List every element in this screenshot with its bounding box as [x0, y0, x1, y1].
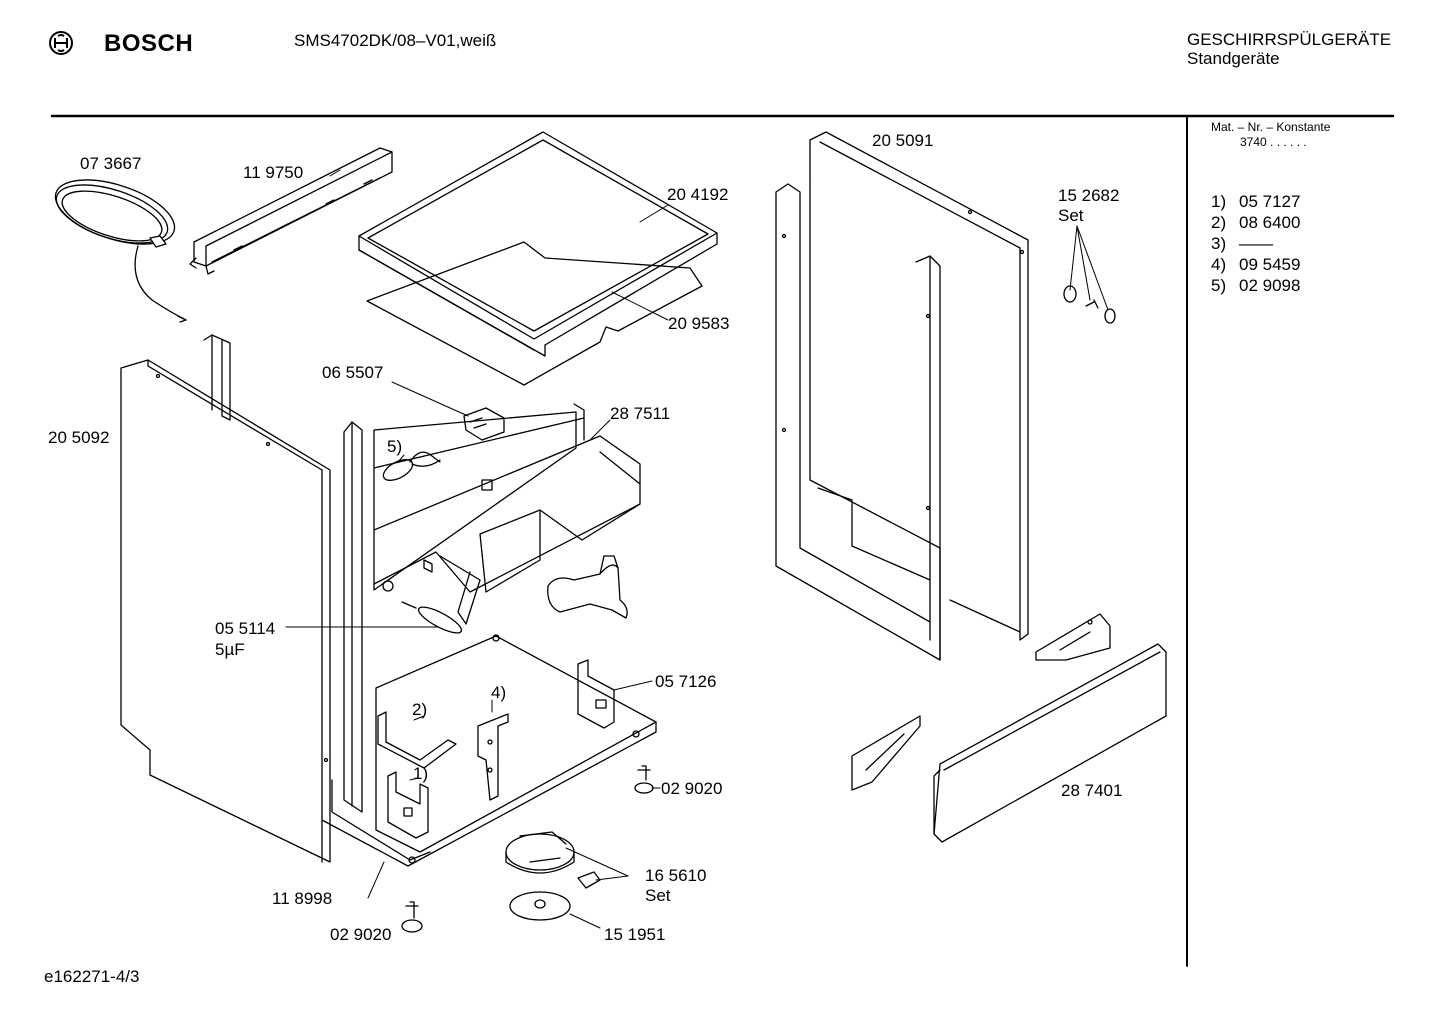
part-label-204192: 20 4192: [667, 185, 729, 204]
part-label-118998: 11 8998: [272, 889, 333, 908]
part-label-4: 4): [491, 683, 507, 702]
sidebar-item-index: 1): [1211, 192, 1227, 211]
hinge-right-drawing: [1035, 613, 1111, 661]
part-label-057126: 05 7126: [655, 672, 717, 691]
rear-post-drawing: [203, 334, 231, 421]
leader-lines: [285, 169, 1109, 929]
part-label-055114: 05 5114: [215, 619, 276, 638]
capacitor-drawing: [401, 601, 463, 634]
sidebar-title: Mat. – Nr. – Konstante: [1211, 120, 1331, 134]
part-4-drawing: [477, 713, 509, 801]
model-number: SMS4702DK/08–V01,weiß: [294, 31, 497, 50]
power-cord-drawing: [54, 179, 187, 323]
connector-drawing: [463, 407, 505, 441]
drawing-reference: e162271-4/3: [44, 967, 140, 986]
part-label-287401: 28 7401: [1061, 781, 1123, 800]
part-label-205091: 20 5091: [872, 131, 934, 150]
part-label-065507: 06 5507: [322, 363, 384, 382]
part-label-209583: 20 9583: [668, 314, 730, 333]
category-subtitle: Standgeräte: [1187, 49, 1280, 68]
part-label-165610-set: Set: [645, 886, 671, 905]
rear-frame-drawing: [775, 131, 1029, 661]
front-frame-drawing: [321, 421, 657, 867]
part-label-029020-right: 02 9020: [661, 779, 723, 798]
part-5-drawing: [382, 451, 441, 481]
brand-name: BOSCH: [104, 30, 194, 57]
pump-assembly-drawing: [505, 831, 601, 889]
part-1-drawing: [387, 771, 429, 839]
part-label-2: 2): [412, 700, 428, 719]
sidebar-item-code: 05 7127: [1239, 192, 1301, 211]
part-label-165610: 16 5610: [645, 866, 707, 885]
part-label-152682: 15 2682: [1058, 186, 1120, 205]
hinge-left-drawing: [851, 715, 921, 791]
sidebar-item-code: 02 9098: [1239, 276, 1301, 295]
part-label-073667: 07 3667: [80, 154, 142, 173]
part-label-152682-set: Set: [1058, 206, 1084, 225]
part-label-205092: 20 5092: [48, 428, 110, 447]
part-label-1: 1): [413, 764, 429, 783]
bracket-right-drawing: [577, 659, 615, 729]
crossmember-drawing: [373, 403, 641, 625]
sidebar-item-index: 2): [1211, 213, 1227, 232]
part-label-055114-value: 5µF: [215, 640, 245, 659]
part-label-151951: 15 1951: [604, 925, 666, 944]
category-title: GESCHIRRSPÜLGERÄTE: [1187, 30, 1392, 49]
sidebar-constant: 3740 . . . . . .: [1240, 135, 1307, 149]
rail-drawing: [189, 147, 393, 275]
screw-set-drawing: [1063, 285, 1116, 324]
side-panel-left-drawing: [120, 359, 331, 863]
sidebar-item-index: 5): [1211, 276, 1227, 295]
sidebar-item-code: ——: [1239, 234, 1273, 253]
hose-adapter-drawing: [547, 555, 628, 619]
part-label-119750: 11 9750: [243, 163, 304, 182]
bosch-armature-icon: [49, 31, 73, 55]
plinth-drawing: [933, 643, 1167, 843]
sheet-drawing: [366, 241, 703, 386]
part-label-029020-bottom: 02 9020: [330, 925, 392, 944]
sidebar-item-index: 3): [1211, 234, 1227, 253]
sidebar-item-code: 09 5459: [1239, 255, 1301, 274]
worktop-drawing: [358, 131, 718, 357]
part-label-287511: 28 7511: [610, 404, 671, 423]
disc-drawing: [509, 891, 571, 921]
part-2-drawing: [377, 711, 457, 769]
sidebar-item-code: 08 6400: [1239, 213, 1301, 232]
adjustable-foot-drawing: [401, 765, 654, 933]
sidebar-item-index: 4): [1211, 255, 1227, 274]
part-label-5: 5): [387, 437, 403, 456]
